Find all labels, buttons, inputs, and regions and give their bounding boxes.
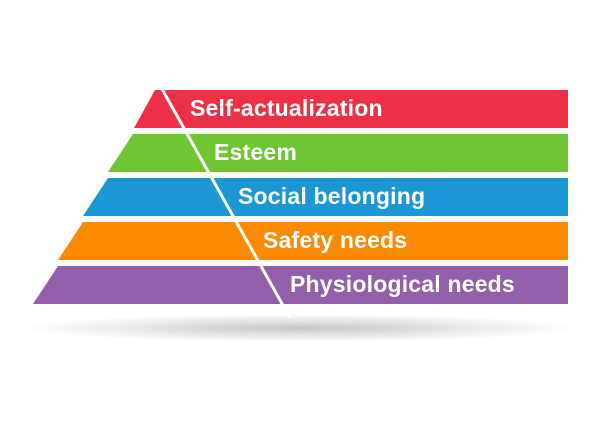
- ground-shadow: [20, 314, 580, 342]
- diagonal-divider: [155, 79, 292, 319]
- tier-physiological-needs: [33, 266, 568, 304]
- tier-label-safety-needs: Safety needs: [263, 227, 408, 253]
- tier-label-social-belonging: Social belonging: [238, 183, 426, 209]
- tier-label-esteem: Esteem: [214, 139, 298, 165]
- tier-social-belonging: [83, 178, 568, 216]
- tier-safety-needs: [58, 222, 568, 260]
- tier-self-actualization: [134, 90, 568, 128]
- tier-label-physiological-needs: Physiological needs: [290, 271, 515, 297]
- tier-esteem: [108, 134, 568, 172]
- tier-label-self-actualization: Self-actualization: [190, 95, 383, 121]
